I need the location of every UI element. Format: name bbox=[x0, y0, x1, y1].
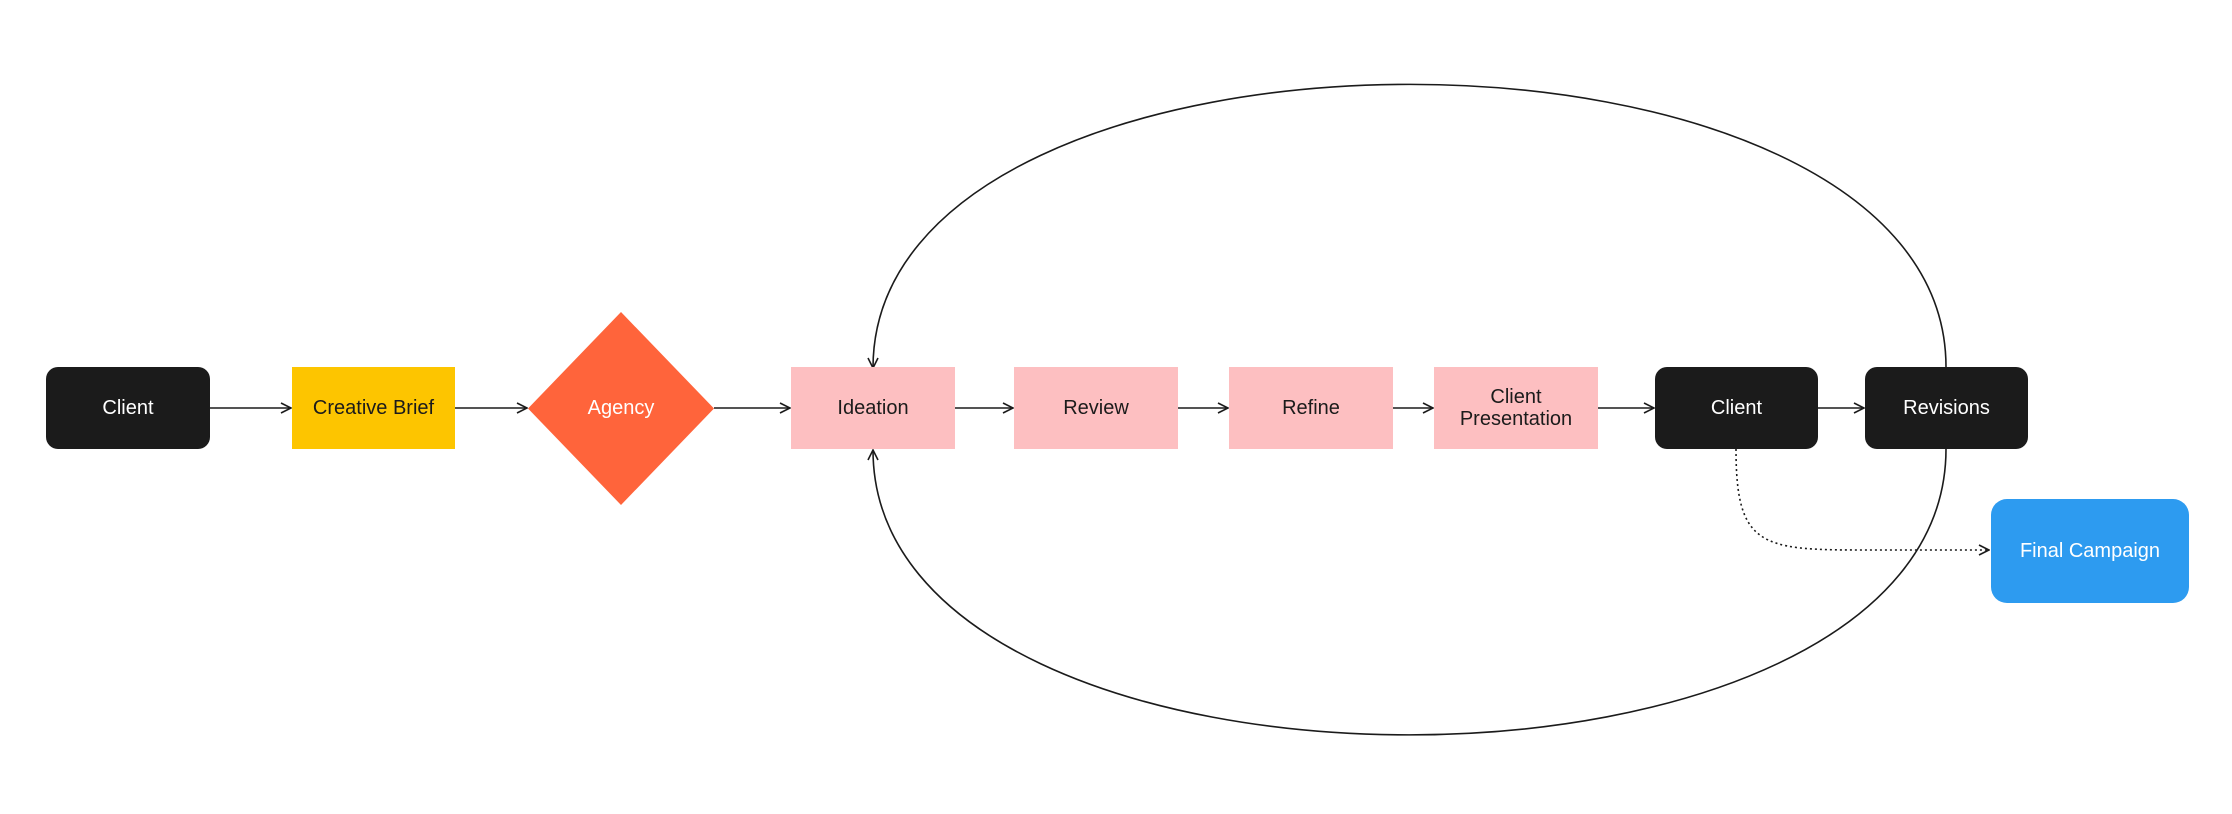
node-ideation-label: Ideation bbox=[837, 397, 909, 419]
node-client-review-label: Client bbox=[1710, 397, 1763, 419]
node-client-presentation-line1: Client bbox=[1490, 386, 1542, 408]
node-final-campaign[interactable]: Final Campaign bbox=[1991, 499, 2189, 603]
node-review[interactable]: Review bbox=[1014, 367, 1178, 449]
node-agency-label: Agency bbox=[587, 397, 655, 419]
node-client-review[interactable]: Client bbox=[1655, 367, 1818, 449]
node-client-presentation-line2: Presentation bbox=[1459, 408, 1573, 430]
edge-revisions-loop-top bbox=[873, 83, 1947, 368]
node-final-campaign-label: Final Campaign bbox=[2019, 540, 2161, 562]
node-client-start[interactable]: Client bbox=[46, 367, 210, 449]
node-client-start-label: Client bbox=[102, 397, 154, 419]
node-creative-brief-label: Creative Brief bbox=[312, 397, 435, 419]
node-ideation[interactable]: Ideation bbox=[791, 367, 955, 449]
node-revisions[interactable]: Revisions bbox=[1865, 367, 2028, 449]
node-client-presentation[interactable]: Client Presentation bbox=[1434, 367, 1598, 449]
node-revisions-label: Revisions bbox=[1903, 397, 1990, 419]
node-creative-brief[interactable]: Creative Brief bbox=[292, 367, 455, 449]
node-refine[interactable]: Refine bbox=[1229, 367, 1393, 449]
node-review-label: Review bbox=[1063, 397, 1129, 419]
agency-diamond-shape bbox=[528, 312, 714, 505]
node-refine-label: Refine bbox=[1282, 397, 1340, 419]
edge-revisions-loop-bottom bbox=[873, 449, 1947, 736]
node-agency[interactable]: Agency bbox=[528, 312, 714, 505]
edge-client-to-final bbox=[1735, 448, 1989, 550]
